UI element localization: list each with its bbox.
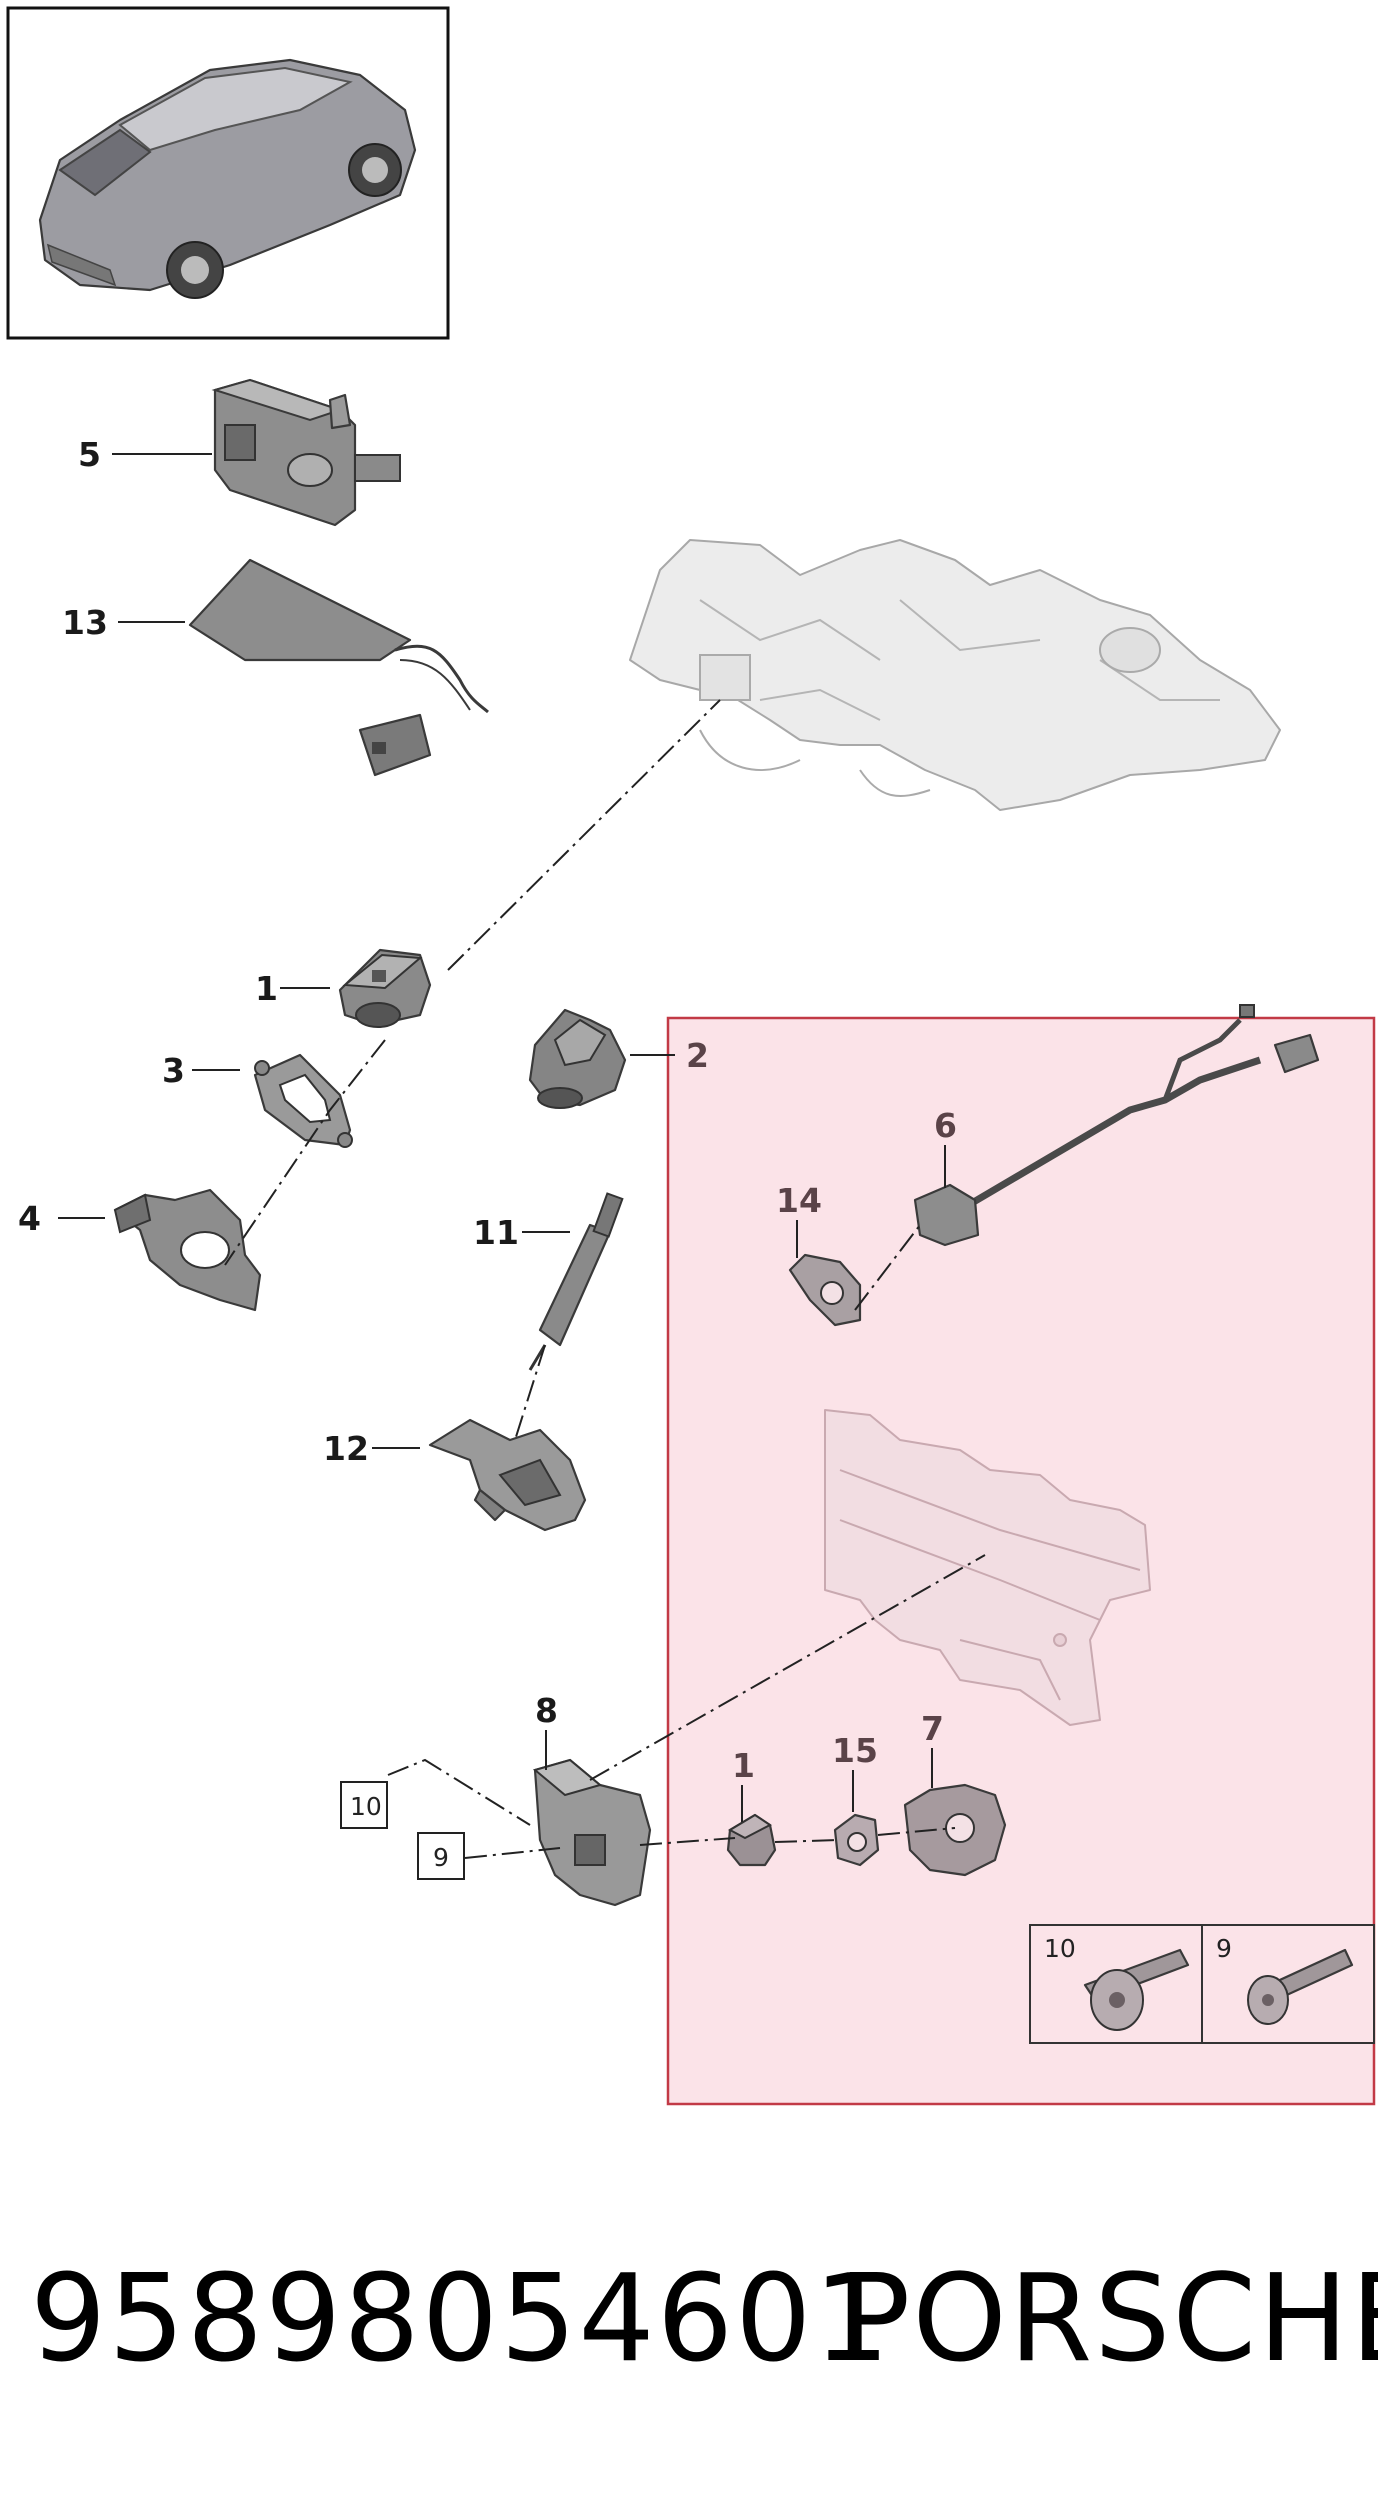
part-2-sensor-cap xyxy=(528,1008,627,1109)
callout-4: 4 xyxy=(18,1199,41,1238)
part-4-mounting-bracket xyxy=(113,1188,262,1312)
callout-1-lower: 1 xyxy=(732,1746,755,1785)
part-1-sensor-lower xyxy=(726,1813,777,1867)
part-11-rod xyxy=(528,1192,624,1371)
callout-11: 11 xyxy=(473,1213,519,1252)
part-6-wiring-harness xyxy=(913,1004,1320,1247)
callout-12: 12 xyxy=(323,1429,369,1468)
callout-6: 6 xyxy=(934,1106,957,1145)
boxed-callout-10: 10 xyxy=(340,1781,388,1829)
callout-13: 13 xyxy=(62,603,108,642)
part-number: 95898054601 xyxy=(30,2250,892,2389)
callout-7: 7 xyxy=(921,1709,944,1748)
part-3-retainer-frame xyxy=(253,1053,353,1148)
bumper-rail-ghost xyxy=(824,1409,1151,1726)
boxed-callout-10-label: 10 xyxy=(350,1792,382,1821)
callout-1-upper: 1 xyxy=(255,969,278,1008)
part-7-cover-plate xyxy=(903,1783,1007,1877)
bolt-inset-label-9: 9 xyxy=(1216,1934,1232,1963)
callout-2: 2 xyxy=(686,1036,709,1075)
assembly-lines xyxy=(224,699,986,1859)
callout-15: 15 xyxy=(832,1731,878,1770)
bolt-inset-label-10: 10 xyxy=(1044,1934,1076,1963)
vehicle-thumbnail xyxy=(6,6,450,340)
part-13-antenna-pad xyxy=(188,558,489,777)
callout-3: 3 xyxy=(162,1051,185,1090)
parts-diagram: 10 9 10 xyxy=(6,6,1376,2106)
callout-14: 14 xyxy=(776,1181,822,1220)
callout-5: 5 xyxy=(78,435,101,474)
brand-name: PORSCHE xyxy=(838,2250,1378,2389)
part-8-lower-bracket xyxy=(532,1758,652,1907)
boxed-callout-9: 9 xyxy=(417,1832,465,1880)
boxed-callout-9-label: 9 xyxy=(433,1843,449,1872)
bolt-inset: 10 9 xyxy=(1029,1924,1375,2044)
leader-lines xyxy=(58,453,946,1822)
part-5-control-module xyxy=(211,378,401,527)
part-12-connector-bracket xyxy=(428,1418,587,1532)
upper-housing-ghost xyxy=(629,539,1281,811)
footer: 95898054601 PORSCHE xyxy=(0,2230,1378,2410)
part-1-sensor-upper xyxy=(338,948,432,1028)
callout-8: 8 xyxy=(535,1691,558,1730)
part-15-clip-ring xyxy=(833,1813,880,1867)
